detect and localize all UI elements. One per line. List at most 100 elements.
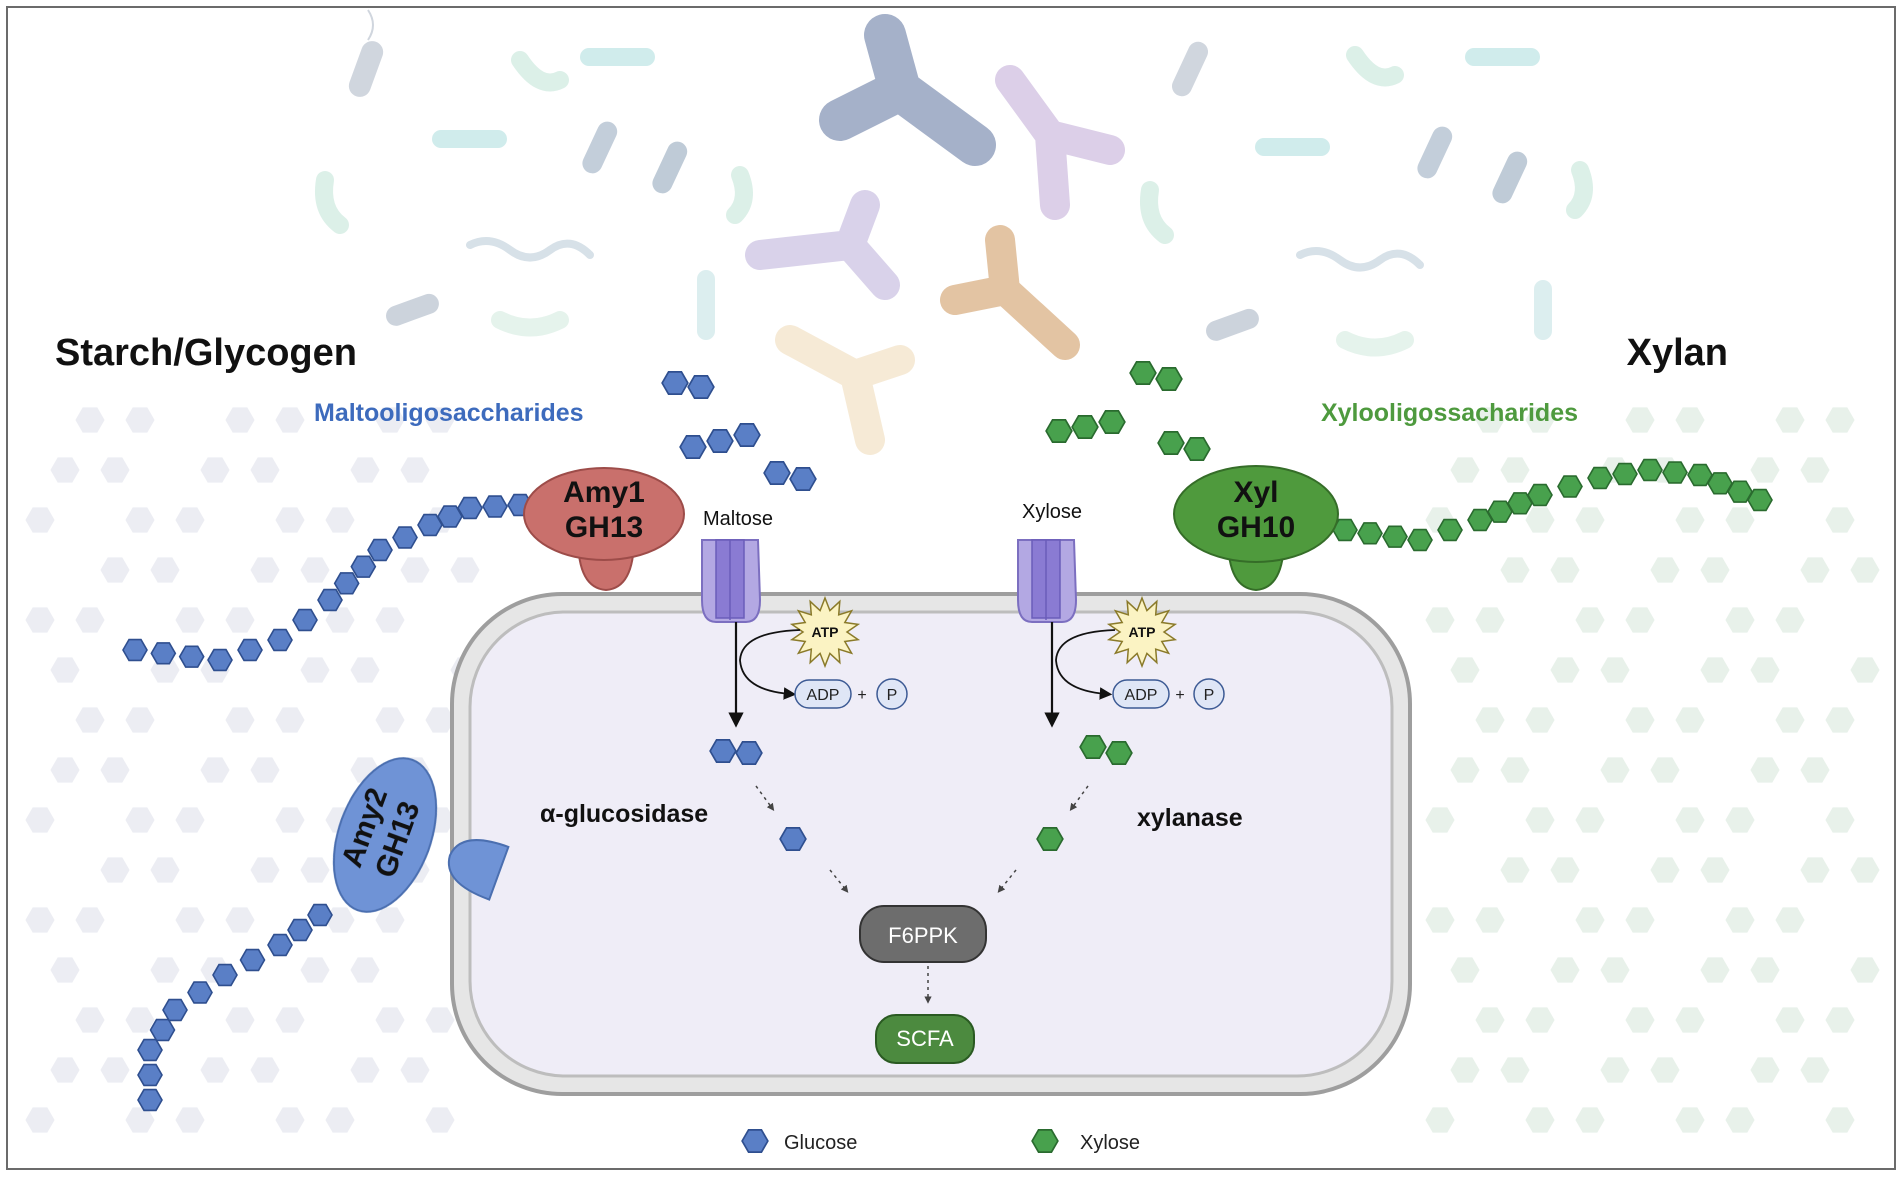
glucose-unit <box>212 963 238 987</box>
glucose-unit <box>122 638 148 662</box>
xyl-enzyme: Xyl GH10 <box>1173 465 1339 592</box>
xylan-title: Xylan <box>1627 332 1728 374</box>
bacterium-rod-2 <box>582 121 618 174</box>
glucose-unit <box>137 1088 163 1112</box>
glucose-unit <box>237 638 263 662</box>
glucose-unit <box>137 1063 163 1087</box>
bacterium-flagellated-4 <box>1255 138 1330 156</box>
legend: Glucose Xylose <box>741 1129 1140 1154</box>
bacterium-rod-8 <box>1206 308 1259 341</box>
bacterium-flagellated-3 <box>1465 48 1540 66</box>
xylanase-label: xylanase <box>1137 804 1243 832</box>
glucose-unit <box>317 588 343 612</box>
bacterium-rod-1 <box>348 9 384 97</box>
bacterium-curved-6 <box>1140 181 1174 244</box>
glucose-inner <box>779 826 807 852</box>
bacterium-spiral-2 <box>1296 247 1424 272</box>
xyl-family: GH10 <box>1217 511 1295 544</box>
xylose-unit <box>1637 458 1663 482</box>
xylose-unit <box>1587 466 1613 490</box>
bacterium-vertical-1 <box>697 270 715 340</box>
bacterium-curved-2 <box>315 171 349 234</box>
svg-text:+: + <box>857 687 866 704</box>
glucose-unit <box>367 538 393 562</box>
svg-text:ADP: ADP <box>1125 687 1158 704</box>
bacterium-rod-4 <box>386 293 439 326</box>
xylose-to-f6ppk-arrow <box>997 869 1017 893</box>
svg-text:F6PPK: F6PPK <box>888 923 958 948</box>
bacterium-rod-5 <box>1171 41 1209 97</box>
glucose-unit <box>482 495 508 518</box>
svg-text:P: P <box>1204 687 1215 704</box>
glucose-to-f6ppk-arrow <box>829 869 849 893</box>
bacterium-flagellated-2 <box>432 130 507 148</box>
bacterium-curved-5 <box>1346 46 1404 87</box>
glucose-unit <box>392 526 418 549</box>
bacterium-flagellated-1 <box>580 48 655 66</box>
bacterium-curved-8 <box>1336 331 1414 357</box>
glucose-legend-icon <box>741 1129 769 1153</box>
hydrolysis-arrow-left <box>755 785 775 812</box>
maltose-label: Maltose <box>703 508 773 530</box>
starch-glycogen-title: Starch/Glycogen <box>55 332 357 374</box>
glucose-unit <box>149 1018 176 1042</box>
svg-text:ADP: ADP <box>807 687 840 704</box>
xylose-legend-icon <box>1031 1129 1059 1153</box>
legend-xylose: Xylose <box>1080 1132 1140 1154</box>
xylose-unit <box>1612 462 1638 486</box>
bacterium-rod-3 <box>652 141 688 194</box>
glucose-unit <box>150 642 177 665</box>
amy1-enzyme: Amy1 GH13 <box>523 467 685 592</box>
bacterium-rod-6 <box>1417 126 1453 179</box>
xylose-unit <box>1662 461 1688 484</box>
cell-membrane <box>468 610 1394 1078</box>
bacterium-curved-4 <box>491 311 569 337</box>
xylose-unit <box>1557 475 1583 498</box>
maltose-transporter <box>701 539 762 623</box>
glucose-unit <box>457 496 483 520</box>
hydrolysis-arrow-right <box>1069 785 1089 812</box>
atp-hydrolysis-arrow-left <box>739 629 801 700</box>
xylose-unit <box>1527 483 1553 507</box>
glucose-unit <box>307 903 333 927</box>
fungi-background <box>745 14 1125 455</box>
bacterium-curved-7 <box>1566 161 1593 219</box>
legend-glucose: Glucose <box>784 1132 857 1154</box>
svg-text:SCFA: SCFA <box>896 1026 954 1051</box>
svg-text:ATP: ATP <box>812 624 839 640</box>
bacterium-curved-1 <box>511 51 569 92</box>
bacterium-vertical-2 <box>1534 280 1552 340</box>
glucose-unit <box>267 933 293 957</box>
microbes-background <box>315 9 1593 357</box>
bacterium-rod-7 <box>1492 151 1528 204</box>
xylooligosaccharides-label: Xylooligossacharides <box>1321 399 1578 427</box>
scfa-box: SCFA <box>875 1014 975 1064</box>
atp-right: ATP <box>1106 595 1178 669</box>
glucose-unit <box>137 1038 163 1062</box>
xylose-unit <box>1747 488 1773 512</box>
svg-text:+: + <box>1175 687 1184 704</box>
maltooligosaccharides-label: Maltooligosaccharides <box>314 399 584 427</box>
xylose-unit <box>1382 525 1408 548</box>
adp-right: ADP + P <box>1112 678 1225 710</box>
atp-left: ATP <box>789 595 861 669</box>
adp-left: ADP + P <box>794 678 908 710</box>
xylose-unit <box>1407 528 1433 552</box>
glucose-unit <box>162 998 188 1022</box>
glucose-unit <box>287 918 313 942</box>
xylose-transport-label: Xylose <box>1022 501 1082 523</box>
glucose-unit <box>267 628 293 652</box>
xylose-transporter <box>1017 539 1078 623</box>
glucose-unit <box>187 981 213 1004</box>
bacterium-curved-3 <box>726 166 753 224</box>
atp-hydrolysis-arrow-right <box>1055 629 1116 700</box>
glucose-unit <box>292 608 318 632</box>
amy1-family: GH13 <box>565 511 643 544</box>
amy2-enzyme: Amy2 GH13 <box>332 757 510 913</box>
glucose-unit <box>178 645 205 668</box>
xylose-unit <box>1357 522 1383 545</box>
xylose-unit <box>1437 518 1463 542</box>
glucose-unit <box>207 648 233 672</box>
glucose-unit <box>350 555 377 578</box>
